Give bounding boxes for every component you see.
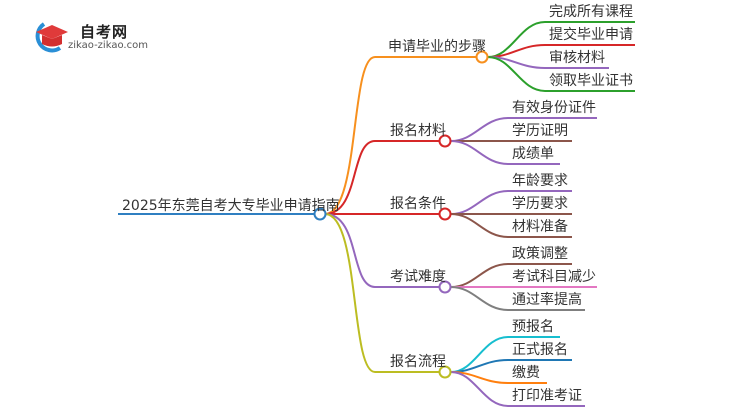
branch-connector [324,56,476,215]
leaf-connector [450,213,572,238]
leaf-label[interactable]: 考试科目减少 [512,269,596,285]
branch-label[interactable]: 报名流程 [390,354,446,370]
branch-connector [324,140,439,215]
leaf-label[interactable]: 领取毕业证书 [549,73,633,89]
root-node-label[interactable]: 2025年东莞自考大专毕业申请指南 [122,198,340,214]
branch-label[interactable]: 考试难度 [390,269,446,285]
leaf-label[interactable]: 有效身份证件 [512,100,596,116]
branch-label[interactable]: 申请毕业的步骤 [388,39,486,55]
leaf-label[interactable]: 政策调整 [512,246,568,262]
branch-connector [324,213,439,373]
root-node-toggle[interactable] [313,207,327,221]
leaf-label[interactable]: 审核材料 [549,50,605,66]
leaf-label[interactable]: 打印准考证 [512,388,582,404]
branch-node-toggle[interactable] [475,50,489,64]
logo-title: 自考网 [80,23,129,41]
leaf-label[interactable]: 学历证明 [512,123,568,139]
leaf-label[interactable]: 提交毕业申请 [549,27,633,43]
leaf-label[interactable]: 缴费 [512,365,540,381]
leaf-label[interactable]: 通过率提高 [512,292,582,308]
leaf-label[interactable]: 完成所有课程 [549,4,633,20]
logo-url: zikao-zikao.com [68,40,148,51]
branch-node-toggle[interactable] [438,365,452,379]
leaf-label[interactable]: 材料准备 [512,219,568,235]
leaf-connector [450,371,585,407]
leaf-label[interactable]: 学历要求 [512,196,568,212]
leaf-label[interactable]: 成绩单 [512,146,554,162]
branch-connector [324,213,439,288]
branch-label[interactable]: 报名材料 [390,123,446,139]
leaf-label[interactable]: 正式报名 [512,342,568,358]
branch-node-toggle[interactable] [438,280,452,294]
branch-label[interactable]: 报名条件 [390,196,446,212]
leaf-connector [487,56,635,92]
leaf-label[interactable]: 预报名 [512,319,554,335]
branch-node-toggle[interactable] [438,207,452,221]
leaf-connector [450,140,560,165]
leaf-connector [450,286,585,311]
branch-node-toggle[interactable] [438,134,452,148]
logo: 自考网 zikao-zikao.com [30,18,200,54]
leaf-label[interactable]: 年龄要求 [512,173,568,189]
graduation-cap-icon [35,22,68,53]
